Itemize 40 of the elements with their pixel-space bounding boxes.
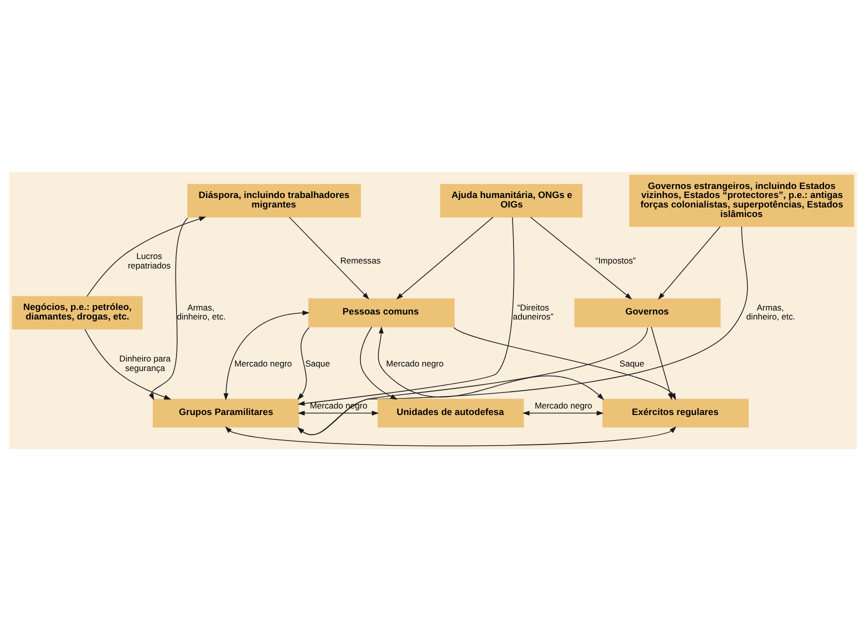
arrow	[530, 216, 632, 299]
edge-label: Armas, dinheiro, etc.	[746, 302, 796, 322]
arrow	[148, 217, 188, 400]
node-box: Grupos Paramilitares	[152, 398, 299, 428]
arrow	[298, 410, 379, 416]
edge-label: Dinheiro para segurança	[119, 353, 171, 372]
arrow	[453, 326, 676, 400]
node-box: Ajuda humanitária, ONGs e OIGs	[440, 184, 583, 217]
node-box: Diáspora, incluindo trabalhadores migrantes	[187, 184, 361, 217]
arrow	[297, 326, 648, 435]
arrow	[360, 326, 398, 400]
node-box: Negócios, p.e.: petróleo, diamantes, drogas, etc.	[12, 296, 143, 330]
arrow	[288, 216, 370, 299]
arrow	[378, 326, 604, 400]
edge-label: Remessas	[340, 255, 381, 266]
arrow	[396, 216, 494, 300]
arrow	[224, 310, 310, 400]
edge-label: “Direitos aduneiros”	[512, 302, 554, 322]
arrow	[658, 226, 721, 300]
node-box: Exércitos regulares	[602, 398, 749, 428]
node-box: Governos	[574, 298, 721, 327]
arrow	[297, 326, 310, 400]
edge-label: Mercado negro	[386, 358, 444, 368]
edge-label: Mercado negro	[234, 358, 292, 368]
arrow	[650, 326, 672, 400]
arrow	[297, 226, 748, 435]
edge-label: Saque	[620, 358, 644, 368]
edge-label: Armas, dinheiro, etc.	[176, 302, 226, 322]
node-box: Pessoas comuns	[308, 298, 455, 327]
node-box: Governos estrangeiros, incluindo Estados vizinhos, Estados “protectores”, p.e.: antigas forças colonialistas, superpotências, Estados islâmicos	[629, 174, 854, 226]
node-box: Unidades de autodefesa	[378, 398, 524, 428]
arrow	[86, 216, 206, 296]
edge-label: Mercado negro	[534, 400, 592, 410]
arrow	[298, 216, 514, 406]
arrow	[522, 410, 604, 416]
arrow	[84, 328, 172, 399]
edge-label: Lucros repatriados	[128, 250, 171, 270]
edge-label: Saque	[305, 358, 330, 368]
edge-label: “Impostos”	[595, 255, 636, 266]
arrow	[225, 426, 676, 446]
